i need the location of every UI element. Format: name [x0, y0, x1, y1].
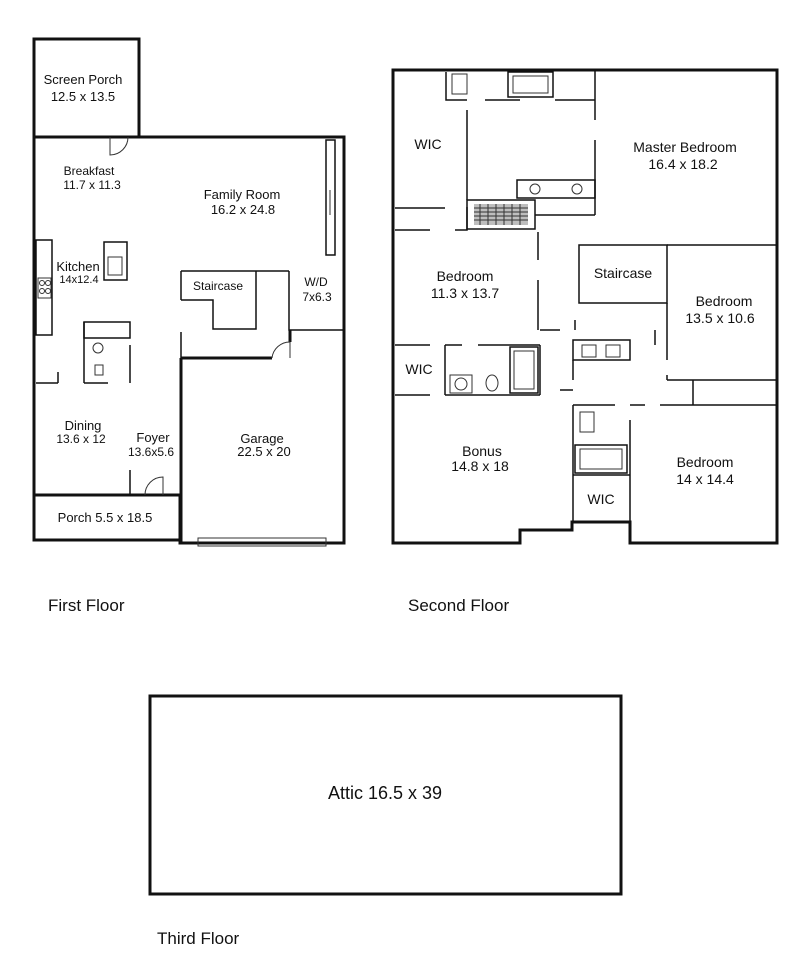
- screen-porch-walls: [32, 37, 141, 139]
- dining-name: Dining: [65, 418, 102, 433]
- first-staircase-name: Staircase: [193, 279, 243, 293]
- attic-outline: [148, 694, 623, 896]
- garage-dims: 22.5 x 20: [237, 444, 291, 459]
- kitchen-counter: [35, 239, 53, 336]
- kitchen-dims: 14x12.4: [59, 274, 98, 286]
- wic-3-label: WIC: [587, 491, 614, 507]
- wic-1-label: WIC: [414, 136, 441, 152]
- garage-door: [197, 537, 327, 547]
- garage-door-swing: [271, 341, 291, 359]
- powder-sink-icon: [92, 342, 104, 354]
- kitchen-name: Kitchen: [56, 259, 99, 274]
- foyer-dims: 13.6x5.6: [128, 445, 174, 459]
- breakfast-dims: 11.7 x 11.3: [63, 178, 121, 192]
- bedroom-1-dims: 11.3 x 13.7: [431, 285, 499, 301]
- foyer-name: Foyer: [136, 430, 170, 445]
- stove-icon: [37, 277, 52, 299]
- hall-tub: [574, 444, 628, 474]
- bedroom-3-dims: 14 x 14.4: [676, 471, 734, 487]
- second-staircase-outline: [578, 244, 668, 304]
- second-floor-plan: [391, 68, 779, 545]
- bedroom-2-name: Bedroom: [696, 293, 753, 309]
- powder-room-walls: [83, 322, 131, 384]
- garage-name: Garage: [240, 431, 283, 446]
- bedroom-2-dims: 13.5 x 10.6: [685, 310, 754, 326]
- master-tub: [507, 71, 554, 98]
- family-room-window: [325, 139, 336, 256]
- master-bedroom-name: Master Bedroom: [633, 139, 736, 155]
- powder-toilet-icon: [94, 364, 104, 376]
- porch-door-swing: [109, 136, 129, 156]
- family-room-name: Family Room: [204, 187, 281, 202]
- hall-toilet-icon: [579, 411, 595, 433]
- second-floor-outer-wall: [391, 68, 779, 545]
- bedroom-3-name: Bedroom: [677, 454, 734, 470]
- hall-bath-walls: [572, 404, 645, 522]
- bonus-tub: [509, 346, 539, 394]
- porch-label: Porch 5.5 x 18.5: [58, 510, 153, 525]
- screen-porch-name: Screen Porch: [44, 72, 123, 87]
- front-door-swing: [144, 476, 164, 496]
- wd-name: W/D: [304, 275, 328, 289]
- second-floor-caption: Second Floor: [408, 596, 509, 615]
- third-floor-caption: Third Floor: [157, 929, 240, 948]
- master-vanity: [516, 179, 596, 199]
- bonus-bath-walls: [395, 344, 540, 396]
- kitchen-island: [103, 241, 128, 281]
- bonus-toilet-icon: [485, 374, 499, 392]
- bonus-sink-icon: [449, 374, 473, 394]
- family-room-dims: 16.2 x 24.8: [211, 202, 275, 217]
- bedroom-2-walls: [660, 244, 777, 406]
- bonus-dims: 14.8 x 18: [451, 458, 509, 474]
- bedroom-1-name: Bedroom: [437, 268, 494, 284]
- staircase-outline: [180, 270, 289, 330]
- porch-outline: [32, 495, 180, 542]
- first-floor-plan: [32, 37, 346, 547]
- bonus-name: Bonus: [462, 443, 502, 459]
- garage-walls: [179, 330, 292, 543]
- attic-label: Attic 16.5 x 39: [328, 783, 442, 803]
- first-floor-caption: First Floor: [48, 596, 125, 615]
- dining-dims: 13.6 x 12: [56, 432, 106, 446]
- master-toilet-icon: [451, 73, 468, 95]
- hall-vanity: [572, 339, 631, 361]
- breakfast-name: Breakfast: [64, 164, 115, 178]
- sink-icon: [107, 256, 123, 276]
- master-bedroom-dims: 16.4 x 18.2: [648, 156, 717, 172]
- second-staircase-name: Staircase: [594, 265, 653, 281]
- screen-porch-dims: 12.5 x 13.5: [51, 89, 115, 104]
- wic-2-label: WIC: [405, 361, 432, 377]
- first-floor-outer-wall: [32, 135, 346, 545]
- wd-dims: 7x6.3: [302, 290, 332, 304]
